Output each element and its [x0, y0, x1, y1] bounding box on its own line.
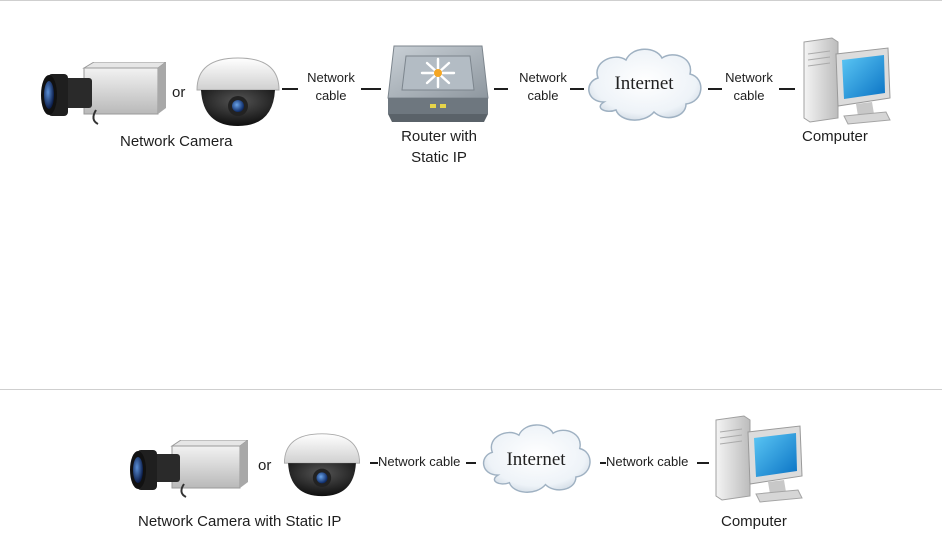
cable-line: [361, 88, 381, 90]
internet-label: Internet: [614, 73, 674, 94]
router-icon: [387, 45, 489, 122]
internet-cloud-icon: [588, 48, 702, 121]
cable-line: [282, 88, 298, 90]
box-camera-icon: [41, 62, 166, 125]
network-cable-label-right: Network cable: [606, 454, 689, 469]
network-cable-label-left: Network cable: [378, 454, 461, 469]
or-label: or: [172, 84, 186, 101]
internet-label: Internet: [506, 449, 566, 470]
cable-line: [600, 462, 606, 464]
section-divider: [0, 389, 942, 390]
computer-icon: [715, 415, 803, 503]
internet-cloud-icon: [483, 424, 591, 493]
network-camera-label: Network Camera: [120, 133, 233, 150]
cable-line: [466, 462, 476, 464]
network-camera-static-ip-label: Network Camera with Static IP: [138, 513, 342, 530]
computer-icon: [803, 37, 891, 125]
cable-line: [494, 88, 508, 90]
top-divider: [0, 0, 942, 1]
dome-camera-icon: [196, 57, 280, 126]
cable-line: [779, 88, 795, 90]
cable-line: [697, 462, 709, 464]
computer-label: Computer: [721, 513, 787, 530]
computer-label: Computer: [802, 128, 868, 145]
or-label: or: [258, 457, 272, 474]
cable-line: [708, 88, 722, 90]
box-camera-icon: [130, 440, 248, 498]
dome-camera-icon: [283, 433, 361, 497]
cable-line: [570, 88, 584, 90]
cable-line: [370, 462, 378, 464]
